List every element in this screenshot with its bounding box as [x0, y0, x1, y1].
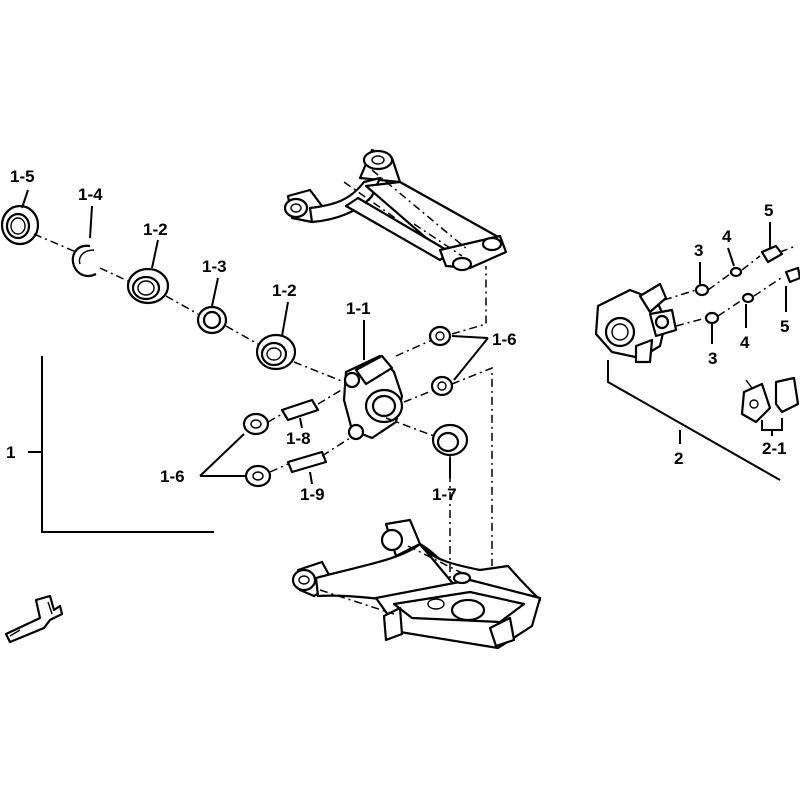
label-1-7: 1-7 [432, 485, 457, 504]
label-4-top: 4 [722, 227, 732, 246]
label-1-3: 1-3 [202, 257, 227, 276]
bearing-1-2-right [255, 333, 297, 371]
front-direction-arrow-icon [4, 594, 64, 644]
upper-suspension-arm [283, 148, 508, 272]
seal-1-7 [431, 423, 469, 457]
label-1-4: 1-4 [78, 185, 103, 204]
label-2-1: 2-1 [762, 439, 787, 458]
label-2: 2 [674, 449, 683, 468]
label-1-2-right: 1-2 [272, 281, 297, 300]
label-3-top: 3 [694, 241, 703, 260]
circlip-1-4 [71, 244, 97, 277]
brake-caliper-2 [594, 282, 678, 364]
label-1-2-left: 1-2 [143, 220, 168, 239]
pin-1-8 [280, 398, 320, 422]
label-1-6-left: 1-6 [160, 467, 185, 486]
lower-suspension-arm [291, 518, 542, 650]
label-1-5: 1-5 [10, 167, 35, 186]
seal-1-5 [0, 204, 40, 246]
label-3-bottom: 3 [708, 349, 717, 368]
label-5-bottom: 5 [780, 317, 789, 336]
bushings-1-6 [242, 325, 454, 488]
label-5-top: 5 [764, 201, 773, 220]
fasteners-3-4-5 [694, 244, 800, 325]
brake-pads-2-1 [740, 376, 800, 424]
leader-lines [21, 189, 787, 533]
knuckle-1-1 [342, 354, 404, 441]
part-labels: 1 1-1 1-2 1-2 1-3 1-4 1-5 1-6 1-6 1-7 1-… [6, 167, 789, 504]
label-1: 1 [6, 443, 15, 462]
spacer-1-3 [196, 305, 228, 335]
label-4-bottom: 4 [740, 333, 750, 352]
pin-1-9 [286, 450, 328, 474]
label-1-1: 1-1 [346, 299, 371, 318]
label-1-8: 1-8 [286, 429, 311, 448]
label-1-6-right: 1-6 [492, 330, 517, 349]
label-1-9: 1-9 [300, 485, 325, 504]
bearing-1-2-left [126, 267, 170, 305]
